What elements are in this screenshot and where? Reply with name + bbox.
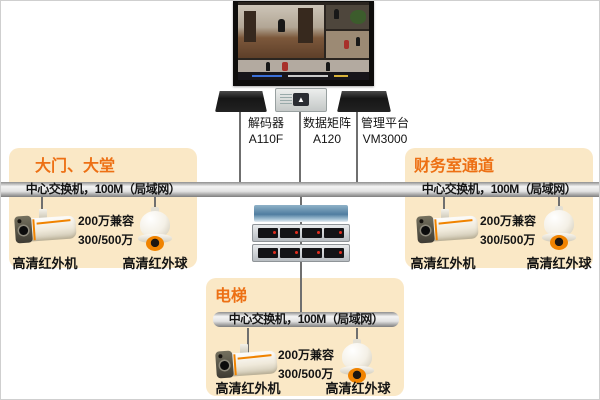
monitor-pane-strip xyxy=(238,60,369,72)
drive-bay xyxy=(302,228,322,238)
backbone-switch-bus xyxy=(1,182,599,197)
zone-gate-lobby xyxy=(9,148,197,268)
monitor-person-silhouette xyxy=(266,62,270,71)
decoder-name: 解码器 xyxy=(247,116,284,130)
monitor-taskbar-item xyxy=(334,75,348,77)
matrix-model: A120 xyxy=(312,132,342,146)
camera-mount xyxy=(39,209,47,219)
monitor-figure xyxy=(344,40,349,49)
zone-gate-spec: 200万兼容 300/500万 xyxy=(78,212,134,250)
monitor-person-silhouette xyxy=(356,37,360,46)
camera-lens-face xyxy=(215,350,234,379)
zone-finance-title: 财务室通道 xyxy=(414,158,495,175)
dome-camera-icon xyxy=(340,339,374,383)
spec-line2: 300/500万 xyxy=(78,233,134,247)
dome-camera-label: 高清红外球 xyxy=(526,256,592,271)
camera-lens-face xyxy=(416,215,435,244)
link-platform-bus xyxy=(356,112,358,182)
monitor-pane-lobby xyxy=(238,5,324,58)
storage-nvr-unit xyxy=(252,244,350,262)
matrix-device-icon: ▲ xyxy=(275,88,327,112)
link-gate-bullet xyxy=(41,197,43,219)
dome-camera-label: 高清红外球 xyxy=(122,256,188,271)
decoder-model: A110F xyxy=(248,132,284,146)
monitor-person-silhouette xyxy=(334,9,339,19)
drive-bay xyxy=(258,228,278,238)
camera-mount xyxy=(240,344,248,354)
decoder-label: 解码器 A110F xyxy=(241,115,291,147)
storage-nvr-unit xyxy=(252,224,350,242)
platform-device-icon xyxy=(337,91,391,112)
matrix-name: 数据矩阵 xyxy=(302,116,351,130)
monitor-taskbar-item xyxy=(288,75,328,77)
spec-line1: 200万兼容 xyxy=(480,214,537,228)
bullet-camera-label: 高清红外机 xyxy=(215,381,281,396)
zone-finance-spec: 200万兼容 300/500万 xyxy=(480,212,536,250)
monitor-person-silhouette xyxy=(326,62,330,71)
zone-gate-title: 大门、大堂 xyxy=(35,158,116,175)
link-decoder-bus xyxy=(239,112,241,182)
surveillance-monitor xyxy=(233,1,374,86)
link-elevator-bullet xyxy=(247,328,249,353)
drive-bay xyxy=(258,248,278,258)
camera-lens-face xyxy=(14,215,33,244)
monitor-plant xyxy=(350,10,366,24)
drive-bay xyxy=(280,228,300,238)
spec-line1: 200万兼容 xyxy=(78,214,135,228)
monitor-figure xyxy=(282,62,288,71)
bullet-camera-icon xyxy=(416,209,479,247)
drive-bay xyxy=(324,248,344,258)
bullet-camera-icon xyxy=(215,344,278,382)
drive-bay xyxy=(280,248,300,258)
dome-camera-label: 高清红外球 xyxy=(325,381,391,396)
monitor-person-silhouette xyxy=(278,19,285,32)
bullet-camera-label: 高清红外机 xyxy=(12,256,78,271)
spec-line1: 200万兼容 xyxy=(278,348,335,362)
link-finance-dome xyxy=(558,197,560,210)
elevator-switch-bus xyxy=(213,312,399,327)
camera-body xyxy=(228,350,278,377)
link-elevator-dome xyxy=(356,328,358,345)
monitor-doorway xyxy=(244,11,256,42)
monitor-pane-entrance xyxy=(326,5,369,29)
storage-switch-icon xyxy=(254,205,348,222)
matrix-label: 数据矩阵 A120 xyxy=(299,115,355,147)
platform-label: 管理平台 VM3000 xyxy=(357,115,413,147)
camera-mount xyxy=(441,209,449,219)
spec-line2: 300/500万 xyxy=(278,367,334,381)
zone-elevator-spec: 200万兼容 300/500万 xyxy=(278,346,334,384)
link-gate-dome xyxy=(154,197,156,211)
monitor-screen-image xyxy=(238,2,369,80)
link-finance-bullet xyxy=(443,197,445,219)
drive-bay xyxy=(324,228,344,238)
spec-line2: 300/500万 xyxy=(480,233,536,247)
platform-model: VM3000 xyxy=(362,132,408,146)
backbone-label-left: 中心交换机，100M（局域网） xyxy=(25,182,181,196)
camera-body xyxy=(429,215,479,242)
zone-elevator-title: 电梯 xyxy=(215,288,248,305)
link-matrix-bus xyxy=(299,112,301,182)
dome-camera-icon xyxy=(138,207,172,251)
monitor-taskbar-item xyxy=(252,75,282,77)
decoder-device-icon xyxy=(215,91,267,112)
matrix-emblem: ▲ xyxy=(293,93,309,106)
platform-name: 管理平台 xyxy=(360,116,409,130)
monitor-taskbar xyxy=(238,72,369,80)
monitor-doorway xyxy=(298,8,313,43)
dome-camera-icon xyxy=(542,206,576,250)
monitor-pane-stairs xyxy=(326,31,369,58)
camera-body xyxy=(27,215,77,242)
backbone-label-right: 中心交换机，100M（局域网） xyxy=(421,182,577,196)
drive-bay xyxy=(302,248,322,258)
zone-elevator xyxy=(206,278,404,396)
bullet-camera-icon xyxy=(14,209,77,247)
elevator-switch-label: 中心交换机，100M（局域网） xyxy=(228,312,384,326)
matrix-vents xyxy=(280,94,292,104)
bullet-camera-label: 高清红外机 xyxy=(410,256,476,271)
